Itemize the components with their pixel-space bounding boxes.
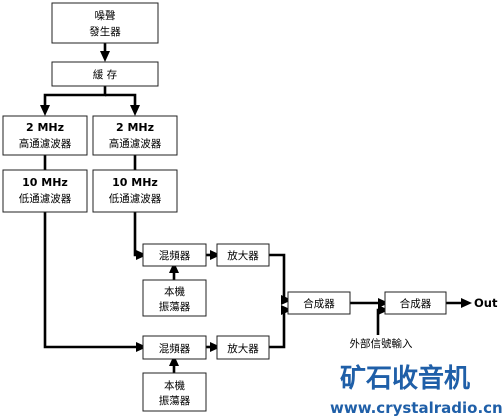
hpf-right-block: 2 MHz 高通濾波器 [92,115,178,156]
svg-text:合成器: 合成器 [400,297,432,310]
output-label: Out [474,296,498,310]
lpf-left-block: 10 MHz 低通濾波器 [2,169,88,213]
svg-text:2 MHz: 2 MHz [116,121,154,134]
svg-text:混頻器: 混頻器 [159,342,191,355]
svg-text:緩 存: 緩 存 [93,68,118,81]
svg-text:放大器: 放大器 [227,342,259,355]
combiner-1-block: 合成器 [287,291,351,315]
svg-text:低通濾波器: 低通濾波器 [19,192,72,205]
mixer-top-block: 混頻器 [142,243,207,267]
oscillator-top-block: 本機 振蕩器 [142,279,207,317]
mixer-bottom-block: 混頻器 [142,335,207,360]
svg-text:高通濾波器: 高通濾波器 [19,137,72,150]
amplifier-top-block: 放大器 [216,243,270,267]
buffer-block: 緩 存 [51,61,159,87]
oscillator-bottom-block: 本機 振蕩器 [142,372,207,412]
svg-text:合成器: 合成器 [303,297,335,310]
svg-text:發生器: 發生器 [89,25,121,38]
svg-text:10 MHz: 10 MHz [22,176,68,189]
svg-text:10 MHz: 10 MHz [112,176,158,189]
svg-text:高通濾波器: 高通濾波器 [109,137,162,150]
noise-generator-block: 噪聲 發生器 [51,2,159,44]
svg-text:本機: 本機 [164,379,185,392]
watermark-logo-text: 矿石收音机 [340,363,470,394]
svg-text:低通濾波器: 低通濾波器 [109,192,162,205]
arrowheads [40,51,472,366]
svg-text:噪聲: 噪聲 [95,9,116,22]
svg-text:振蕩器: 振蕩器 [159,300,191,313]
svg-text:2 MHz: 2 MHz [26,121,64,134]
watermark: 矿石收音机 www.crystalradio.cn [330,363,503,417]
combiner-2-block: 合成器 [384,291,447,315]
svg-text:混頻器: 混頻器 [159,249,191,262]
amplifier-bottom-block: 放大器 [216,335,270,360]
svg-text:放大器: 放大器 [227,249,259,262]
watermark-url: www.crystalradio.cn [330,399,503,417]
external-input-label: 外部信號輸入 [350,337,413,350]
lpf-right-block: 10 MHz 低通濾波器 [92,169,178,213]
hpf-left-block: 2 MHz 高通濾波器 [2,115,88,156]
svg-text:振蕩器: 振蕩器 [159,394,191,407]
svg-text:本機: 本機 [164,285,185,298]
